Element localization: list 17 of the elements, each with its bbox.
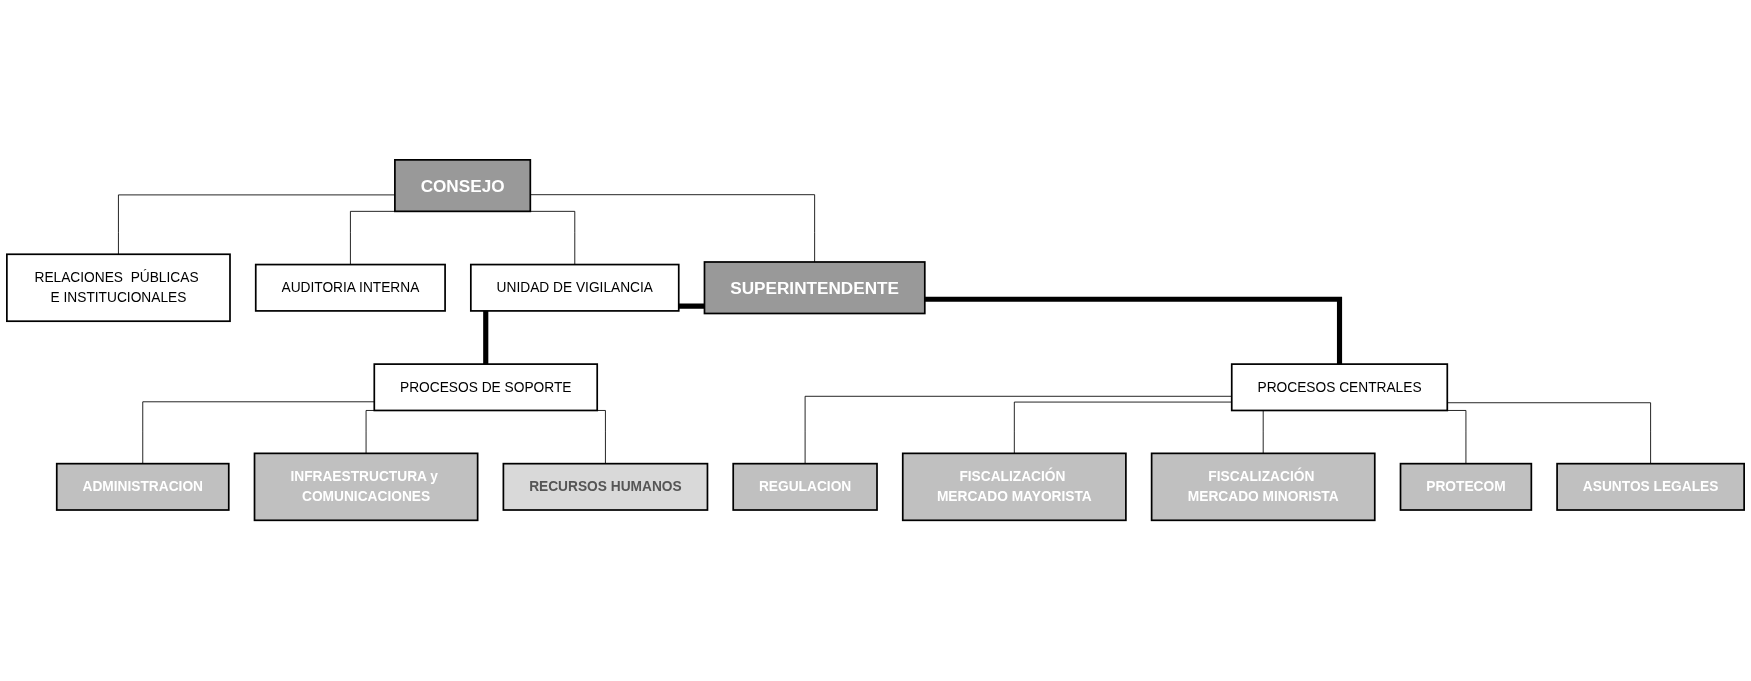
connector (924, 297, 1343, 365)
node-box: INFRAESTRUCTURA y COMUNICACIONES (253, 452, 479, 522)
node-box: REGULACION (732, 463, 878, 512)
node-box: PROCESOS DE SOPORTE (373, 363, 599, 412)
node-box: PROTECOM (1399, 463, 1533, 512)
connector (142, 401, 375, 465)
node-box: RECURSOS HUMANOS (502, 463, 709, 512)
node-box: UNIDAD DE VIGILANCIA (469, 264, 680, 313)
node-box: CONSEJO (394, 159, 532, 213)
node-box: PROCESOS CENTRALES (1230, 363, 1449, 412)
node-box: SUPERINTENDENTE (703, 261, 926, 315)
node-box: ADMINISTRACION (55, 463, 230, 512)
node-box: FISCALIZACIÓN MERCADO MINORISTA (1150, 452, 1376, 522)
node-box: ASUNTOS LEGALES (1556, 463, 1745, 512)
node-box: AUDITORIA INTERNA (254, 264, 446, 313)
node-box: RELACIONES PÚBLICAS E INSTITUCIONALES (6, 253, 231, 323)
node-box: FISCALIZACIÓN MERCADO MAYORISTA (901, 452, 1127, 522)
